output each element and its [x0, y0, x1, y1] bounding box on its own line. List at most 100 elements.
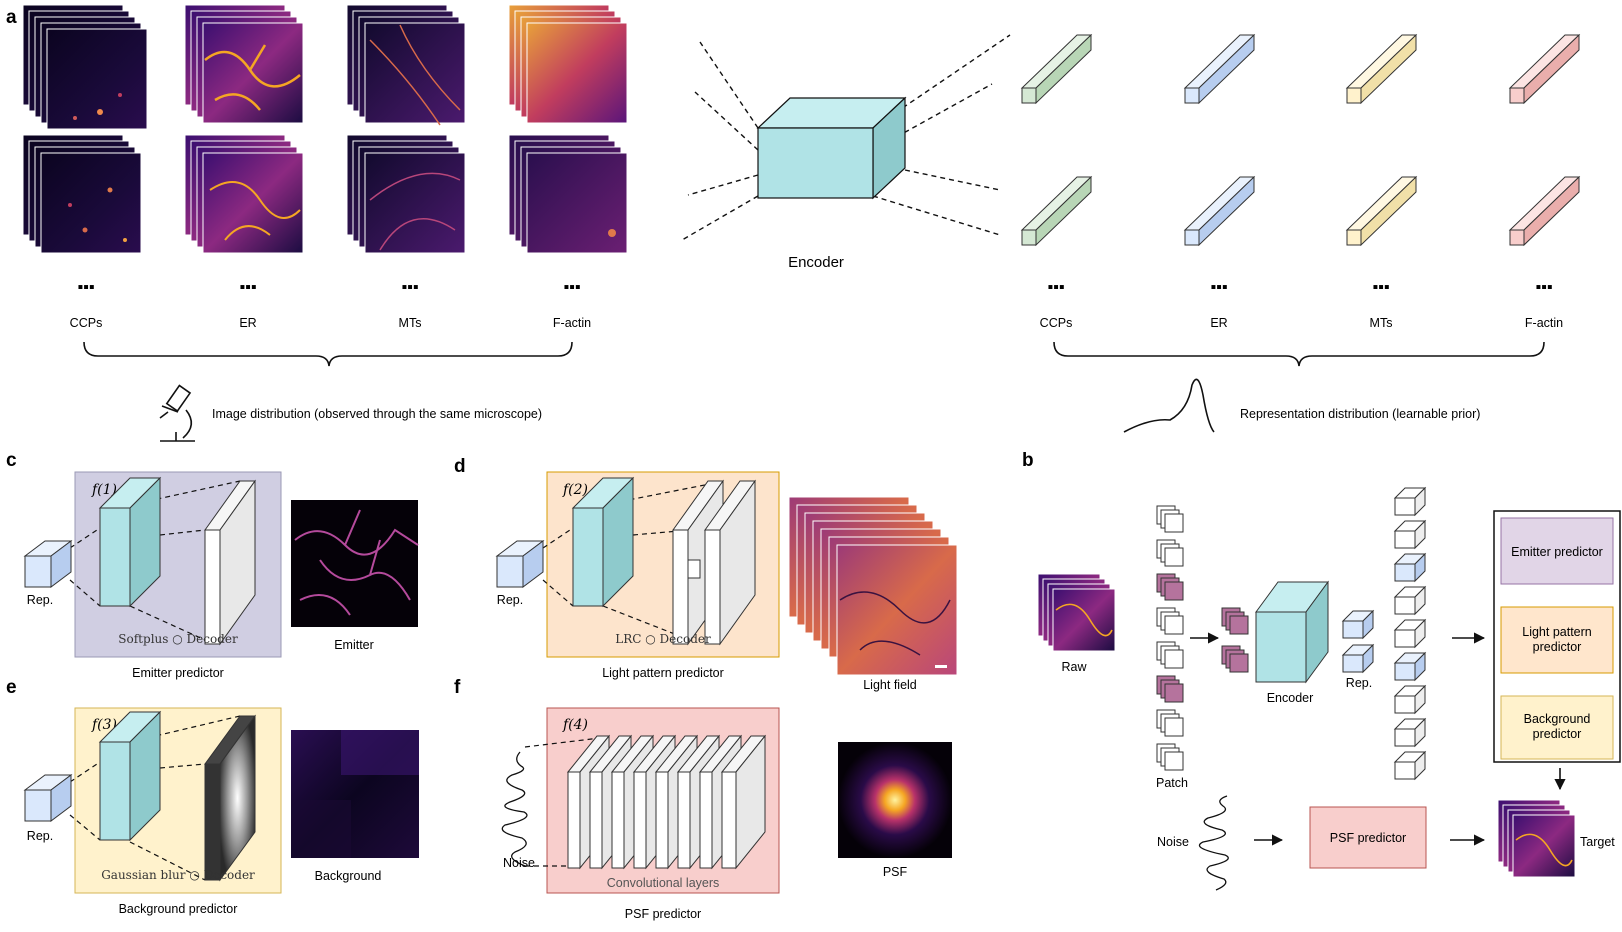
output-cube-column [1393, 486, 1427, 781]
stack-er-top [184, 4, 304, 124]
rep-prism-mts-1 [1345, 33, 1418, 105]
rep-ellipsis-factin: ▪▪▪ [1535, 279, 1552, 296]
stack-ccps-bottom [22, 134, 142, 254]
panel-label-b: b [1022, 450, 1034, 471]
ellipsis-mts: ▪▪▪ [401, 279, 418, 296]
rep-label-ccps: CCPs [1040, 316, 1073, 330]
panel-c-emitter: f(1) Softplus ○ Decoder [23, 471, 282, 658]
panel-e-background: f(3) Gaussian blur ○ Decoder [23, 707, 282, 894]
bracket-representations [1053, 341, 1545, 367]
psf-predictor-caption: PSF predictor [625, 907, 701, 921]
panel-label-f: f [454, 677, 461, 698]
image-distribution-label: Image distribution (observed through the… [212, 407, 542, 421]
noise-label-f: Noise [503, 856, 535, 870]
masked-patches [1221, 607, 1249, 673]
image-stacks [22, 4, 628, 254]
patch-column [1156, 505, 1184, 771]
raw-stack [1037, 573, 1116, 652]
noise-wave-icon [501, 751, 528, 867]
encoder-label-b: Encoder [1267, 691, 1314, 705]
psf-image [838, 742, 952, 858]
f4-label: f(4) [562, 717, 588, 733]
encoder-cube [681, 34, 1011, 241]
rep-cubes-b [1341, 609, 1375, 674]
stack-factin-top [508, 4, 628, 124]
rep-prism-ccps-2 [1020, 175, 1093, 247]
rep-ellipsis-ccps: ▪▪▪ [1047, 279, 1064, 296]
emitter-predictor-b-label: Emitter predictor [1511, 545, 1603, 559]
image-label-er: ER [239, 316, 256, 330]
rep-prism-factin-1 [1508, 33, 1581, 105]
image-label-factin: F-actin [553, 316, 591, 330]
emitter-output-label: Emitter [334, 638, 374, 652]
rep-ellipsis-er: ▪▪▪ [1210, 279, 1227, 296]
background-image [291, 730, 419, 858]
encoder-label: Encoder [788, 254, 844, 271]
patch-label: Patch [1156, 776, 1188, 790]
representation-prisms [1020, 33, 1581, 247]
noise-label-b: Noise [1157, 835, 1189, 849]
panel-b-pipeline: Raw Patch Encoder [1037, 486, 1621, 891]
encoder-block-b [1255, 580, 1329, 684]
rep-prism-factin-2 [1508, 175, 1581, 247]
emitter-image [291, 500, 419, 627]
light-pattern-predictor-b-label-line1: Light pattern [1522, 625, 1592, 639]
emitter-predictor-caption: Emitter predictor [132, 666, 224, 680]
stack-ccps-top [22, 4, 148, 130]
background-predictor-b-label-line2: predictor [1533, 727, 1582, 741]
panel-f-psf: f(4) [501, 707, 780, 894]
background-predictor-b-label-line1: Background [1524, 712, 1591, 726]
rep-label-mts: MTs [1370, 316, 1393, 330]
psf-predictor-b [1309, 806, 1427, 869]
f1-label: f(1) [91, 482, 117, 498]
conv-layers [566, 734, 767, 870]
rep-label-c: Rep. [27, 593, 53, 607]
raw-label: Raw [1061, 660, 1087, 674]
psf-predictor-b-label: PSF predictor [1330, 831, 1406, 845]
f2-label: f(2) [562, 482, 588, 498]
rep-label-b: Rep. [1346, 676, 1372, 690]
image-label-mts: MTs [399, 316, 422, 330]
rep-prism-er-2 [1183, 175, 1256, 247]
background-predictor-caption: Background predictor [119, 902, 238, 916]
background-predictor-b [1500, 695, 1614, 760]
panel-label-d: d [454, 456, 466, 477]
rep-ellipsis-mts: ▪▪▪ [1372, 279, 1389, 296]
microscope-icon [159, 384, 195, 442]
rep-label-e: Rep. [27, 829, 53, 843]
rep-prism-mts-2 [1345, 175, 1418, 247]
rep-label-d: Rep. [497, 593, 523, 607]
emitter-predictor-b [1500, 517, 1614, 585]
stack-mts-top [346, 4, 466, 126]
light-pattern-predictor-b [1500, 606, 1614, 674]
rep-prism-er-1 [1183, 33, 1256, 105]
light-pattern-predictor-b-label-line2: predictor [1533, 640, 1582, 654]
stack-factin-bottom [508, 134, 628, 254]
rep-label-er: ER [1210, 316, 1227, 330]
ellipsis-er: ▪▪▪ [239, 279, 256, 296]
gaussian-blur-decoder-label: Gaussian blur ○ Decoder [101, 868, 255, 882]
softplus-decoder-label: Softplus ○ Decoder [118, 632, 238, 646]
target-stack [1497, 799, 1576, 878]
stack-er-bottom [184, 134, 304, 254]
rep-label-factin: F-actin [1525, 316, 1563, 330]
background-output-label: Background [315, 869, 382, 883]
noise-wave-icon-b [1198, 795, 1229, 891]
rep-prism-ccps-1 [1020, 33, 1093, 105]
ellipsis-ccps: ▪▪▪ [77, 279, 94, 296]
conv-layers-label: Convolutional layers [607, 876, 720, 890]
target-label: Target [1580, 835, 1615, 849]
panel-d-light-pattern: f(2) LRC ○ Decoder [495, 471, 780, 658]
representation-distribution-label: Representation distribution (learnable p… [1240, 407, 1480, 421]
light-field-output-label: Light field [863, 678, 917, 692]
f3-label: f(3) [91, 717, 117, 733]
panel-label-a: a [6, 7, 17, 28]
bracket-images [83, 341, 573, 367]
light-pattern-predictor-caption: Light pattern predictor [602, 666, 724, 680]
distribution-curve-icon [1123, 378, 1215, 433]
psf-output-label: PSF [883, 865, 908, 879]
stack-mts-bottom [346, 134, 466, 254]
lrc-decoder-label: LRC ○ Decoder [615, 632, 711, 646]
ellipsis-factin: ▪▪▪ [563, 279, 580, 296]
